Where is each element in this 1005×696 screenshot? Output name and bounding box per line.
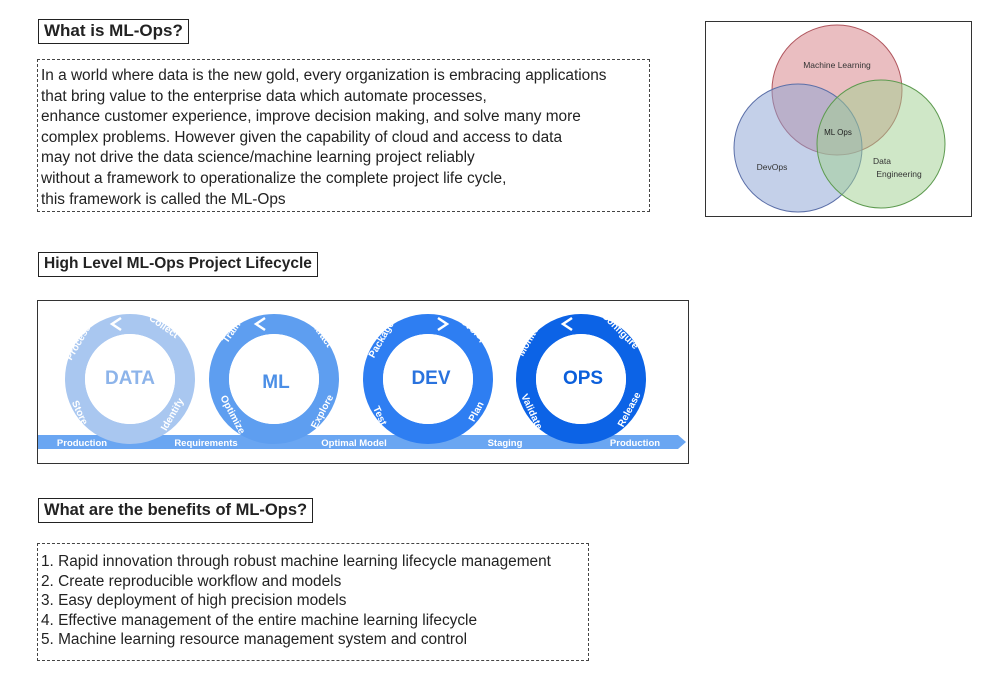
- stage-label-dev: DEV: [411, 368, 450, 389]
- intro-line: may not drive the data science/machine l…: [41, 149, 475, 167]
- arrow-label-production-left: Production: [57, 438, 107, 449]
- intro-line: without a framework to operationalize th…: [41, 169, 507, 187]
- ring-dev: [363, 314, 493, 444]
- ring-chevron: [109, 316, 122, 332]
- ml-ops-venn-diagram: Machine Learning ML Ops DevOps Data Engi…: [705, 21, 972, 217]
- venn-label-machine-learning: Machine Learning: [803, 60, 871, 70]
- ring-chevron: [253, 316, 266, 332]
- intro-line: enhance customer experience, improve dec…: [41, 108, 581, 126]
- list-item: 1. Rapid innovation through robust machi…: [41, 553, 551, 570]
- intro-text-box: In a world where data is the new gold, e…: [37, 59, 650, 212]
- ring-ops: [516, 314, 646, 444]
- venn-label-engineering: Engineering: [876, 169, 922, 179]
- arrow-label-staging: Staging: [488, 438, 523, 449]
- intro-line: this framework is called the ML-Ops: [41, 190, 286, 208]
- ring-chevron: [437, 316, 450, 332]
- lifecycle-flow-arrow: [38, 435, 686, 449]
- arrow-label-production-right: Production: [610, 438, 660, 449]
- venn-label-devops: DevOps: [757, 162, 788, 172]
- stage-label-ml: ML: [262, 372, 290, 393]
- venn-label-ml-ops: ML Ops: [824, 128, 852, 137]
- list-item: 5. Machine learning resource management …: [41, 631, 468, 649]
- list-item: 2. Create reproducible workflow and mode…: [41, 572, 342, 590]
- ring-data: [65, 314, 195, 444]
- ml-ops-heading: What is ML-Ops?: [38, 19, 189, 44]
- lifecycle-diagram: DATA ML DEV OPS Collect Process Store Id…: [37, 300, 689, 464]
- benefits-list: 1. Rapid innovation through robust machi…: [37, 543, 589, 661]
- arrow-label-optimal-model: Optimal Model: [321, 438, 386, 449]
- intro-line: that bring value to the enterprise data …: [41, 87, 487, 105]
- stage-label-ops: OPS: [563, 368, 603, 389]
- stage-label-data: DATA: [105, 368, 155, 389]
- venn-label-data: Data: [873, 156, 891, 166]
- ring-ml: [209, 314, 339, 444]
- intro-line: complex problems. However given the capa…: [41, 128, 562, 146]
- intro-line: In a world where data is the new gold, e…: [41, 67, 607, 84]
- arrow-label-requirements: Requirements: [174, 438, 237, 449]
- lifecycle-heading: High Level ML-Ops Project Lifecycle: [38, 252, 318, 277]
- list-item: 3. Easy deployment of high precision mod…: [41, 592, 347, 610]
- list-item: 4. Effective management of the entire ma…: [41, 611, 478, 629]
- venn-circle-data-engineering: [816, 79, 946, 209]
- ring-chevron: [560, 316, 573, 332]
- benefits-heading: What are the benefits of ML-Ops?: [38, 498, 314, 523]
